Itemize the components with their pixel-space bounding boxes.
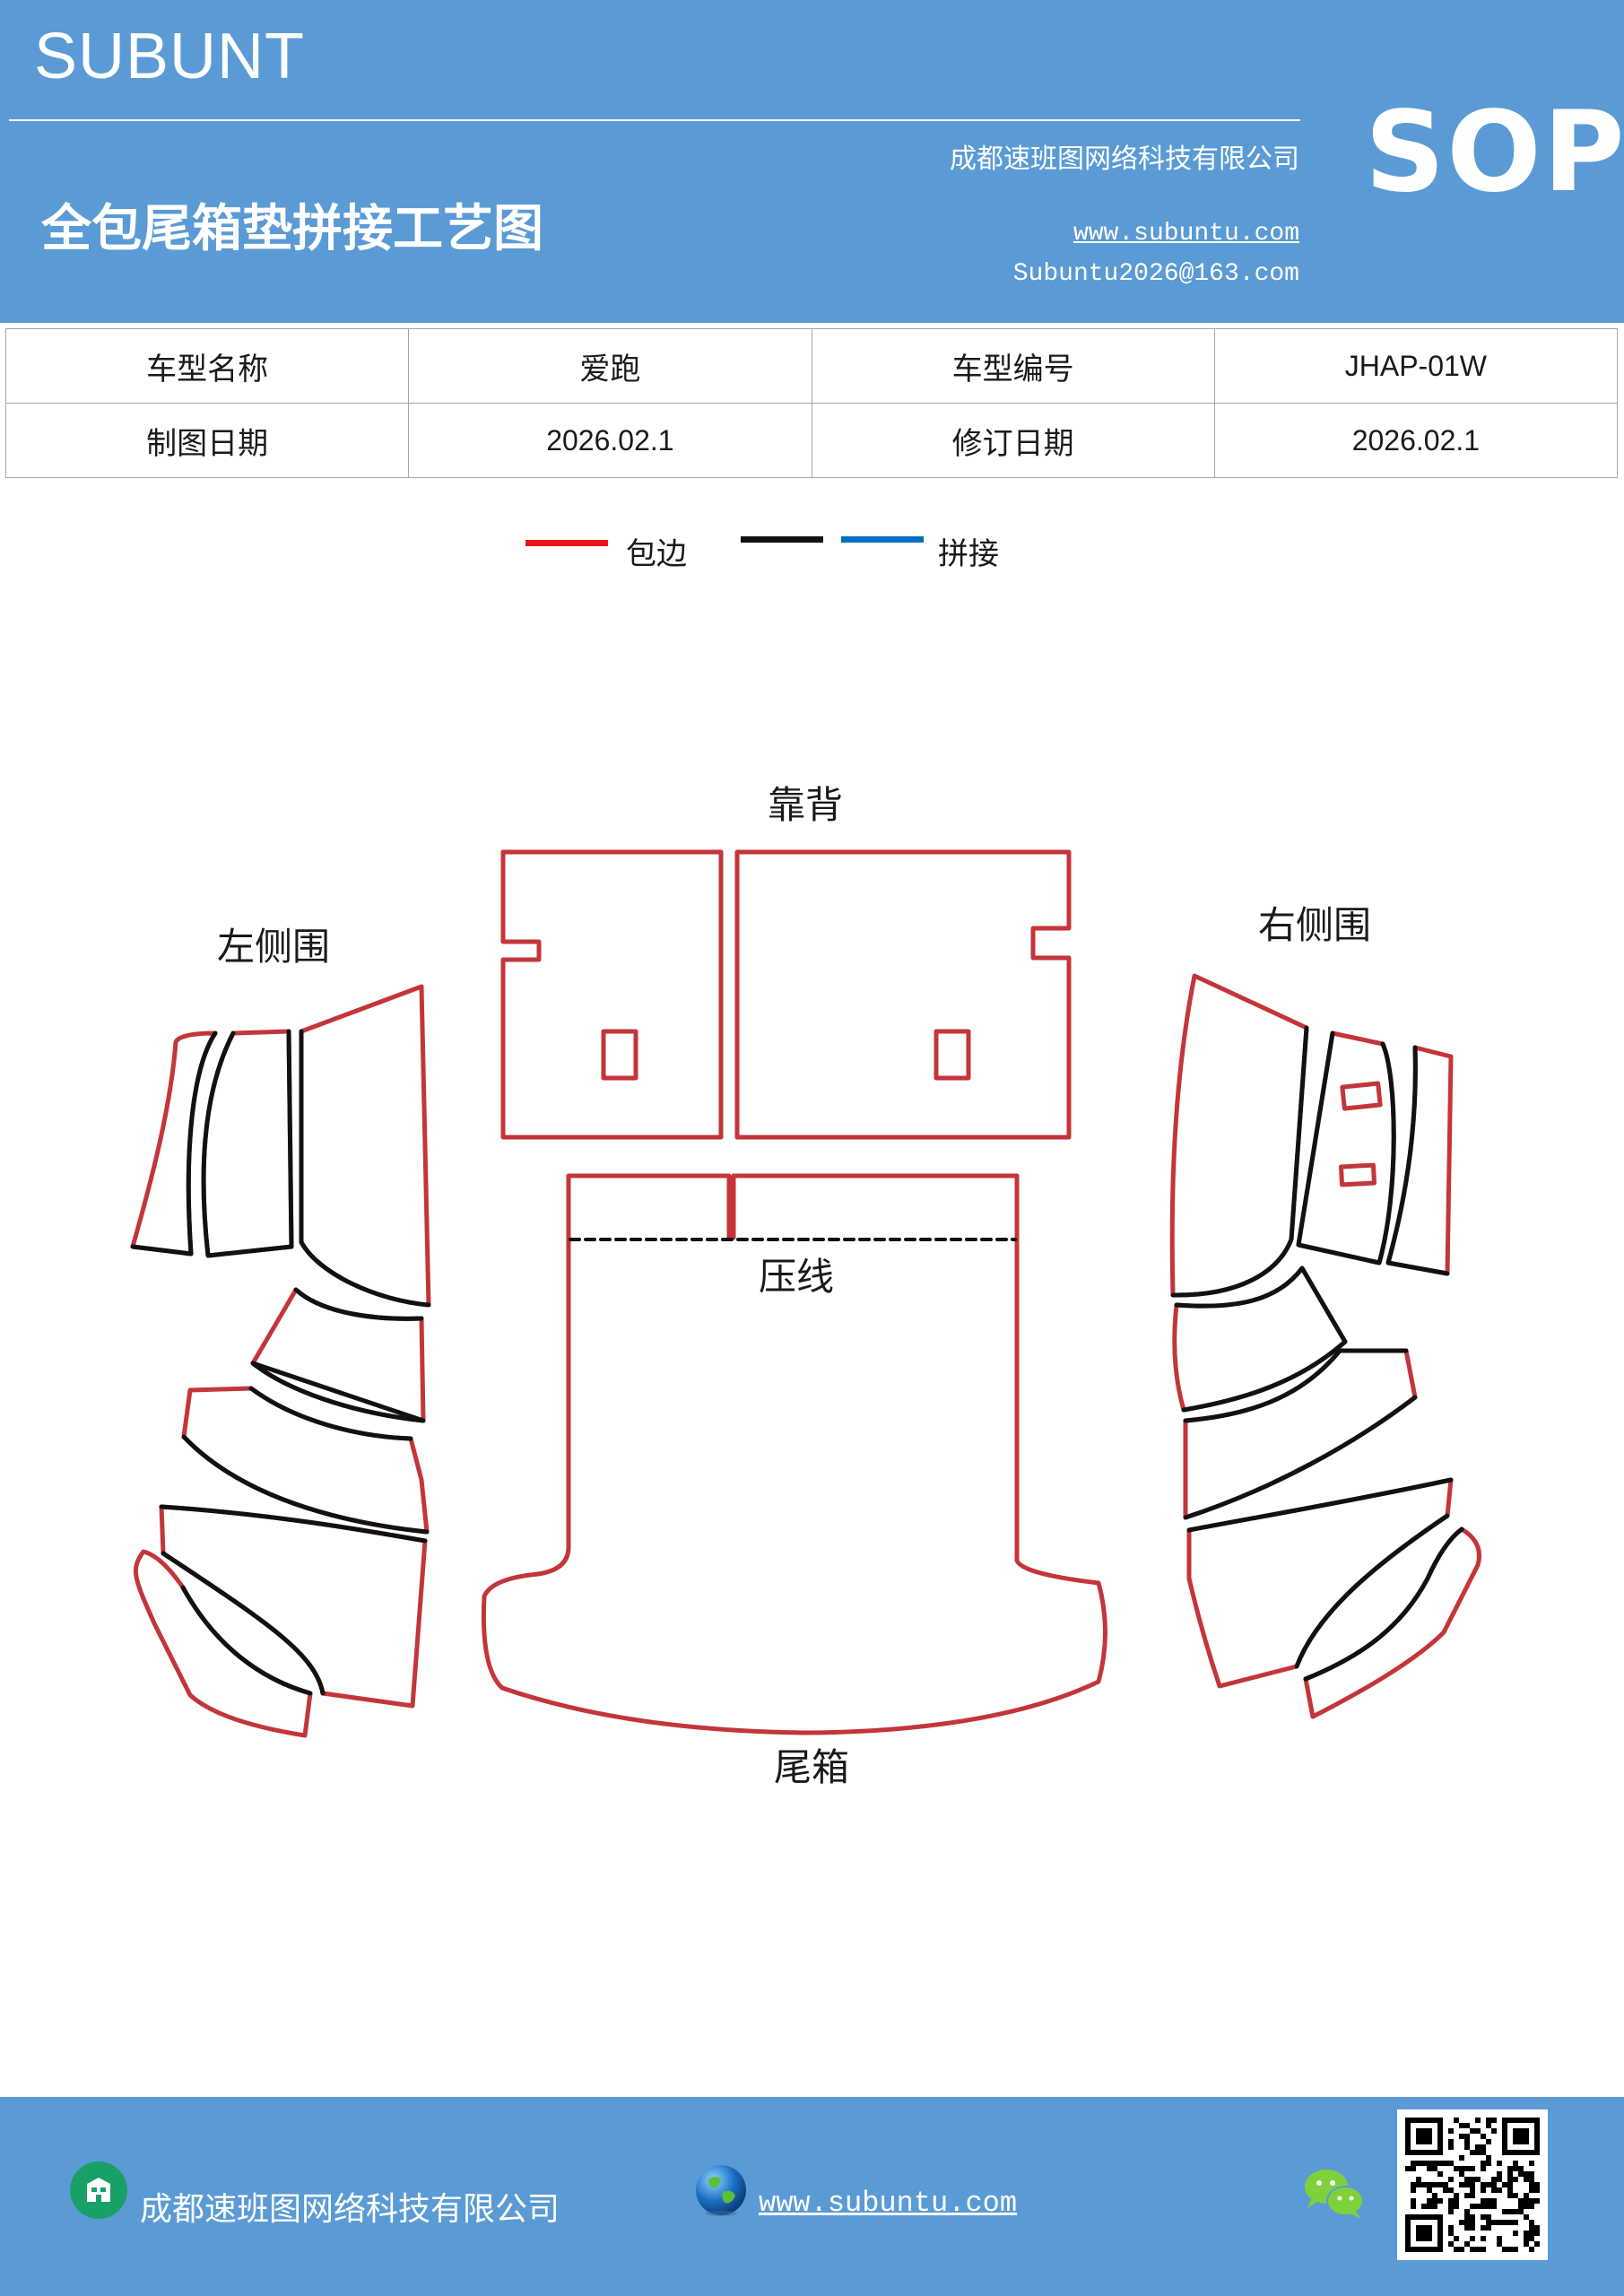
legend-swatch-seam-black: [741, 536, 823, 543]
left-side-seam-1: [130, 1031, 218, 1257]
left-side-piece-3: [299, 984, 431, 1308]
brand-name: SUBUNT: [34, 21, 306, 92]
table-cell: JHAP-01W: [1213, 328, 1619, 404]
backrest-right-panel: [734, 849, 1072, 1140]
left-side-piece-2: [201, 1029, 294, 1258]
left-side-seam-6: [159, 1504, 428, 1696]
table-cell: 2026.02.1: [1213, 403, 1619, 478]
header-divider: [9, 119, 1300, 121]
right-side-seam-3: [1385, 1045, 1450, 1276]
backrest-left-panel: [500, 849, 724, 1140]
globe-icon: [692, 2161, 750, 2219]
legend: 包边 拼接: [0, 520, 1624, 583]
right-side-seam-1: [1170, 1025, 1309, 1298]
right-side-piece-3: [1385, 1045, 1454, 1276]
table-cell: 2026.02.1: [408, 403, 812, 478]
sop-badge: SOP: [1365, 88, 1624, 217]
right-side-seam-5: [1183, 1348, 1418, 1520]
table-cell: 车型编号: [811, 328, 1215, 404]
vehicle-info-table: 车型名称 爱跑 车型编号 JHAP-01W 制图日期 2026.02.1 修订日…: [4, 328, 1619, 478]
building-icon: [70, 2161, 127, 2219]
table-cell: 爱跑: [408, 328, 812, 404]
wechat-icon[interactable]: [1302, 2165, 1367, 2221]
document-title: 全包尾箱垫拼接工艺图: [41, 199, 543, 258]
label-left-side: 左侧围: [217, 925, 330, 969]
header-email: Subuntu2026@163.com: [1012, 260, 1299, 288]
header-website-link[interactable]: www.subuntu.com: [1073, 220, 1299, 248]
left-side-seam-2: [201, 1029, 294, 1258]
qr-code: [1397, 2109, 1548, 2260]
header-company: 成都速班图网络科技有限公司: [950, 144, 1299, 175]
table-cell: 车型名称: [4, 328, 410, 404]
footer-company: 成都速班图网络科技有限公司: [140, 2191, 560, 2228]
trunk-mat-diagram: 靠背 压线 尾箱 左侧围 右侧围: [130, 783, 1481, 1789]
label-backrest: 靠背: [768, 783, 843, 827]
table-row: 车型名称 爱跑 车型编号 JHAP-01W: [4, 328, 1619, 404]
legend-label-edge: 包边: [626, 536, 687, 572]
right-side-cutout-2: [1339, 1162, 1376, 1187]
table-cell: 制图日期: [4, 403, 410, 478]
backrest-right-cutout: [934, 1029, 971, 1081]
legend-label-seam: 拼接: [938, 536, 999, 572]
left-side-seam-7: [180, 1585, 313, 1696]
right-side-seam-6: [1186, 1477, 1454, 1669]
backrest-left-cutout: [601, 1029, 638, 1081]
left-side-seam-4: [250, 1287, 426, 1423]
table-row: 制图日期 2026.02.1 修订日期 2026.02.1: [4, 403, 1619, 478]
right-side-seam-2: [1296, 1031, 1396, 1265]
right-side-cutout-1: [1340, 1081, 1383, 1111]
left-side-seam-5: [181, 1386, 430, 1535]
right-side-seam-4: [1174, 1265, 1348, 1413]
left-side-seam-3: [299, 1029, 431, 1308]
right-side-piece-6: [1186, 1477, 1454, 1689]
right-side-seam-7: [1303, 1526, 1464, 1682]
left-side-piece-6: [159, 1504, 428, 1709]
label-trunk: 尾箱: [774, 1745, 849, 1789]
header-banner: SUBUNT 成都速班图网络科技有限公司 全包尾箱垫拼接工艺图 www.subu…: [0, 0, 1624, 323]
footer-website-link[interactable]: www.subuntu.com: [759, 2187, 1018, 2220]
table-cell: 修订日期: [811, 403, 1215, 478]
footer-banner: 成都速班图网络科技有限公司 www.subuntu.com: [0, 2097, 1624, 2296]
label-right-side: 右侧围: [1258, 903, 1371, 947]
label-crease: 压线: [759, 1255, 834, 1299]
legend-swatch-edge: [525, 540, 608, 546]
legend-swatch-seam-blue: [841, 536, 924, 543]
trunk-floor-panel: [481, 1173, 1107, 1735]
